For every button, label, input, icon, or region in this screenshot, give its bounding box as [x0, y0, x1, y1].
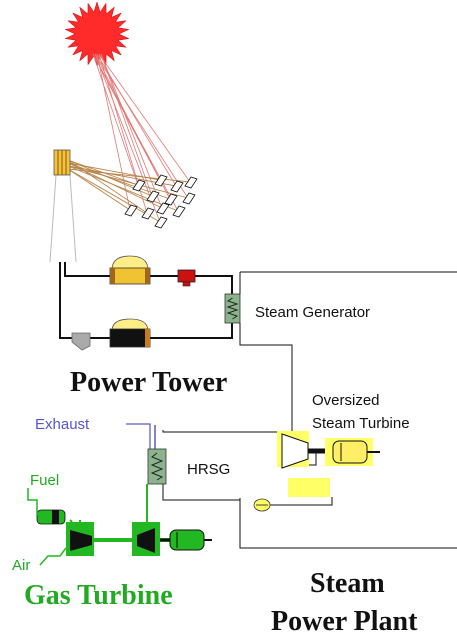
salt-piping: [59, 262, 233, 339]
heliostat-icon: [170, 180, 184, 193]
steam-generator-label: Steam Generator: [255, 304, 370, 321]
sun-ray: [92, 53, 139, 186]
grey-pump-icon: [71, 332, 91, 351]
hrsg-label: HRSG: [187, 461, 230, 478]
sun-ray: [100, 53, 163, 209]
air-label: Air: [12, 557, 30, 574]
hot-tank-icon: [109, 255, 151, 285]
power-plant-label: Power Plant: [271, 606, 418, 637]
steam-label: Steam: [310, 568, 385, 599]
steam-loop: [162, 271, 457, 549]
sun-rays: [92, 53, 191, 223]
power-tower-label: Power Tower: [70, 367, 227, 398]
fuel-label: Fuel: [30, 472, 59, 489]
steam-generator-exchanger-icon: [224, 293, 241, 324]
reflected-ray: [67, 165, 189, 199]
receiver-icon: [53, 149, 71, 176]
feed-pump-icon: [253, 498, 271, 512]
compressor-icon: [66, 522, 94, 556]
sun-ray: [96, 53, 177, 187]
sun-ray: [98, 53, 191, 183]
steam-electric-generator-icon: [325, 438, 380, 466]
hrsg-exchanger-icon: [147, 425, 167, 485]
reflected-ray: [67, 165, 179, 212]
heliostat-icon: [146, 190, 160, 203]
heliostat-icon: [184, 176, 198, 189]
fuel-line: [27, 488, 38, 515]
sun-ray: [94, 53, 161, 223]
oversized-label: Oversized: [312, 392, 380, 409]
heliostat-icon: [164, 193, 178, 206]
heliostat-icon: [141, 207, 155, 220]
heliostat-icon: [156, 202, 170, 215]
sun-ray: [100, 53, 153, 197]
reflected-ray: [67, 168, 131, 211]
exhaust-label: Exhaust: [35, 416, 90, 433]
gas-turbine-icon: [132, 522, 160, 556]
air-line: [39, 547, 67, 566]
combustor-icon: [36, 509, 66, 525]
exhaust-line: [126, 423, 151, 449]
gas-turbine-generator-icon: [160, 529, 212, 551]
condenser-icon: [288, 478, 330, 497]
heliostat-icon: [154, 216, 168, 229]
gas-turbine-label: Gas Turbine: [24, 580, 173, 611]
heliostat-icon: [132, 179, 146, 192]
heliostat-icon: [182, 192, 196, 205]
red-pump-icon: [177, 269, 196, 287]
steam-turbine-label: Steam Turbine: [312, 415, 410, 432]
heliostat-icon: [154, 174, 168, 187]
heliostat-field: [124, 174, 198, 229]
tower: [49, 174, 77, 263]
cold-tank-icon: [109, 318, 151, 348]
heliostat-icon: [172, 205, 186, 218]
sun-ray: [92, 53, 179, 212]
heliostat-icon: [124, 204, 138, 217]
